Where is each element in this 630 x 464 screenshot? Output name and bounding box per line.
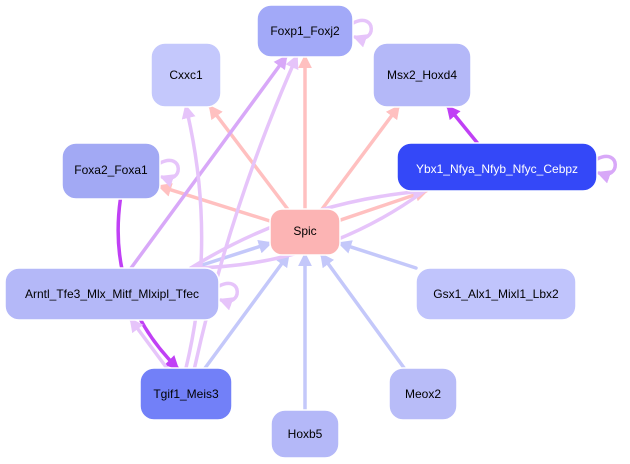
nodes-layer: Foxp1_Foxj2 Cxxc1 Msx2_Hoxd4 Foxa2_Foxa1… xyxy=(4,4,598,459)
node-label: Cxxc1 xyxy=(169,68,203,82)
node-label: Msx2_Hoxd4 xyxy=(387,68,457,82)
edge-spic-to-foxa2 xyxy=(157,183,272,223)
edge-tgif1-to-cxxc1 xyxy=(181,104,204,370)
node-box xyxy=(396,142,598,192)
node-ybx1[interactable]: Ybx1_Nfya_Nfyb_Nfyc_Cebpz xyxy=(396,142,598,192)
node-box xyxy=(270,409,340,459)
node-meox2[interactable]: Meox2 xyxy=(388,367,458,421)
edge-meox2-to-spic xyxy=(320,252,406,370)
edge-foxa2-to-foxa2 xyxy=(158,158,180,188)
node-label: Ybx1_Nfya_Nfyb_Nfyc_Cebpz xyxy=(416,162,578,176)
node-box xyxy=(372,42,472,108)
node-box xyxy=(256,4,354,58)
edge-tgif1-to-foxp1 xyxy=(192,54,299,370)
edge-foxp1-to-foxp1 xyxy=(351,18,373,48)
node-msx2[interactable]: Msx2_Hoxd4 xyxy=(372,42,472,108)
node-hoxb5[interactable]: Hoxb5 xyxy=(270,409,340,459)
edge-arntl-to-foxp1 xyxy=(129,54,288,270)
node-box xyxy=(4,267,220,321)
edge-ybx1-to-msx2 xyxy=(446,104,480,145)
node-gsx1[interactable]: Gsx1_Alx1_Mixl1_Lbx2 xyxy=(415,267,577,321)
edge-spic-to-msx2 xyxy=(320,104,400,211)
edge-tgif1-to-arntl xyxy=(129,317,169,370)
node-arntl[interactable]: Arntl_Tfe3_Mlx_Mitf_Mlxipl_Tfec xyxy=(4,267,220,321)
node-foxp1[interactable]: Foxp1_Foxj2 xyxy=(256,4,354,58)
edge-gsx1-to-spic xyxy=(337,240,418,270)
edge-ybx1-to-ybx1 xyxy=(595,154,617,184)
node-label: Meox2 xyxy=(405,387,441,401)
node-box xyxy=(61,142,161,200)
edge-arntl-to-arntl xyxy=(217,281,239,311)
node-box xyxy=(388,367,458,421)
node-tgif1[interactable]: Tgif1_Meis3 xyxy=(139,367,233,421)
node-box xyxy=(415,267,577,321)
node-spic[interactable]: Spic xyxy=(269,208,341,256)
node-box xyxy=(150,42,222,108)
node-foxa2[interactable]: Foxa2_Foxa1 xyxy=(61,142,161,200)
node-label: Gsx1_Alx1_Mixl1_Lbx2 xyxy=(433,287,559,301)
node-label: Spic xyxy=(293,224,316,238)
node-label: Tgif1_Meis3 xyxy=(153,387,219,401)
node-label: Arntl_Tfe3_Mlx_Mitf_Mlxipl_Tfec xyxy=(25,287,199,301)
node-box xyxy=(139,367,233,421)
node-box xyxy=(269,208,341,256)
edge-spic-to-cxxc1 xyxy=(208,104,290,211)
node-label: Foxp1_Foxj2 xyxy=(270,24,340,38)
edge-tgif1-to-spic xyxy=(203,252,290,370)
node-cxxc1[interactable]: Cxxc1 xyxy=(150,42,222,108)
node-label: Foxa2_Foxa1 xyxy=(74,163,148,177)
node-label: Hoxb5 xyxy=(288,427,323,441)
